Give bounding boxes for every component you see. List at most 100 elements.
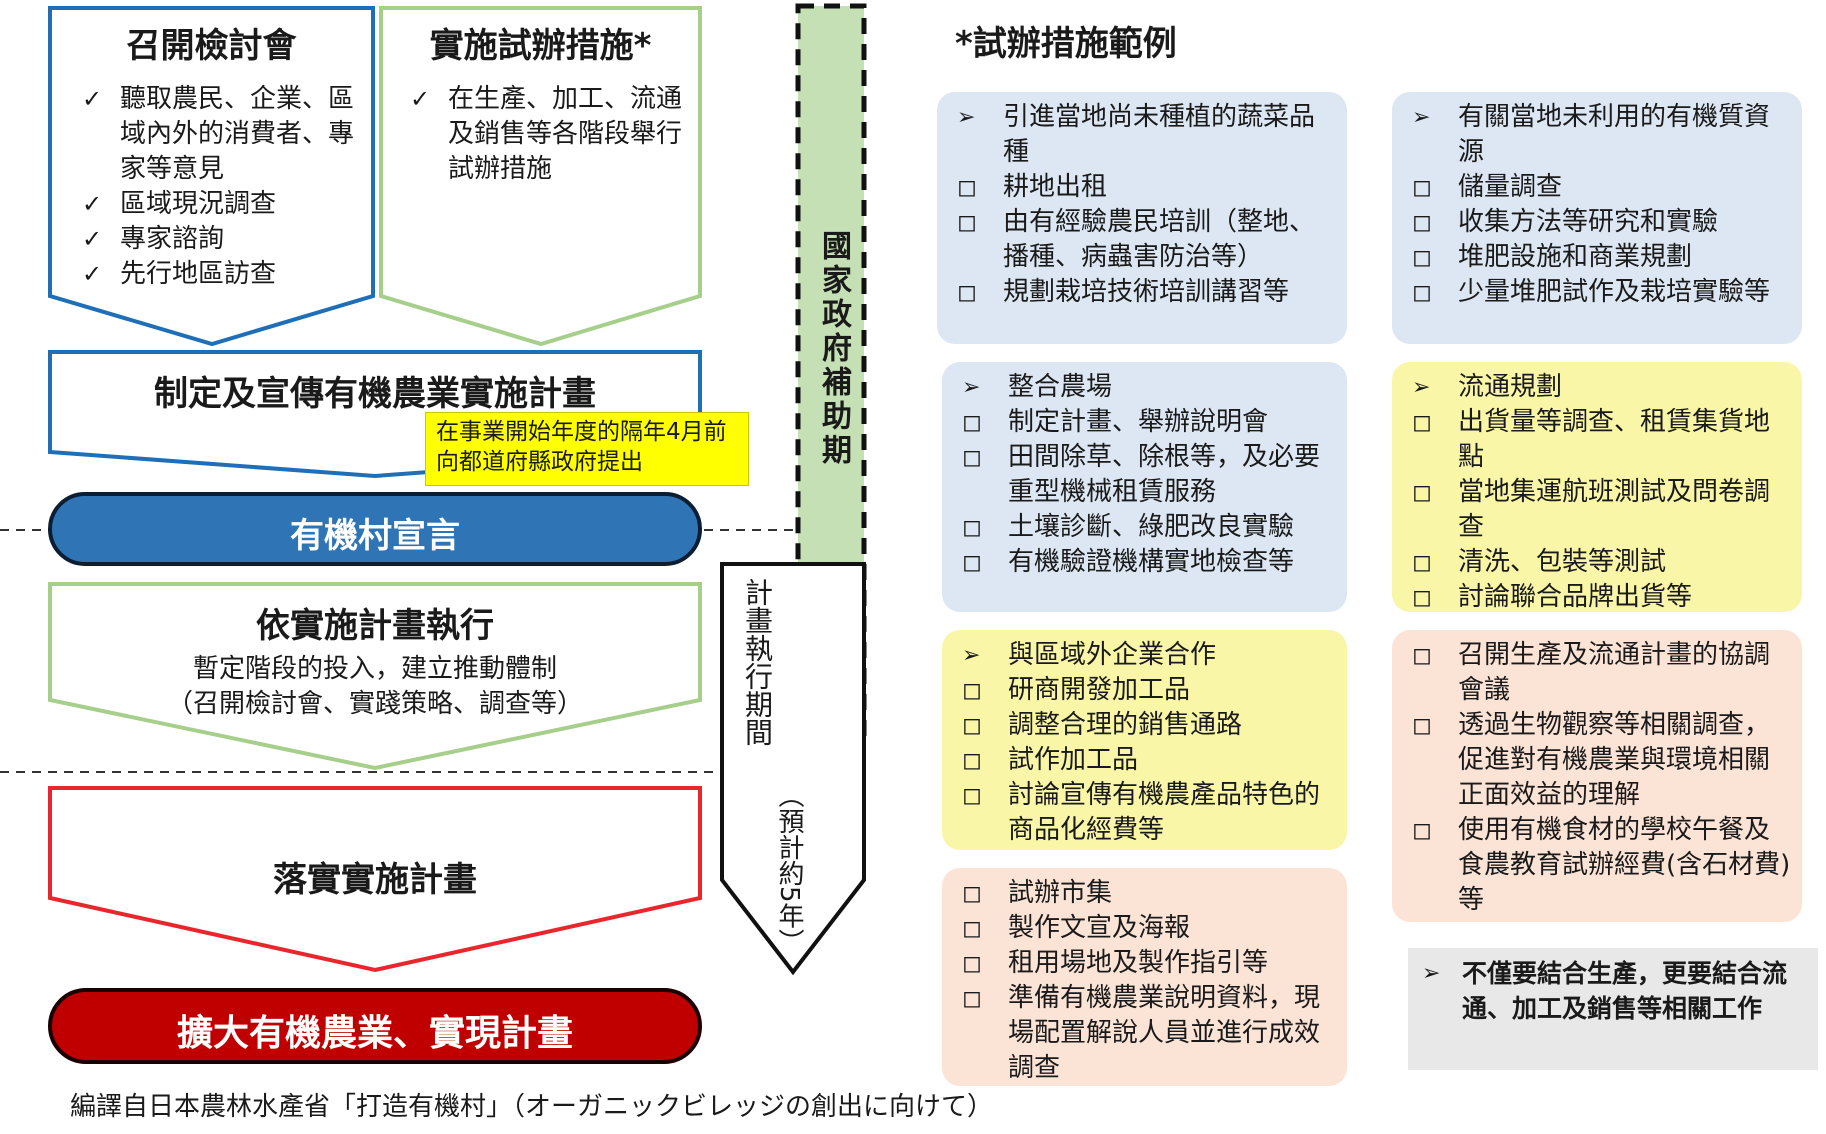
step4-line1: 暫定階段的投入，建立推動體制 [192, 654, 557, 684]
example-item: ◻土壤診斷、綠肥改良實驗 [956, 510, 1337, 545]
square-bullet-icon: ◻ [962, 676, 982, 704]
square-bullet-icon: ◻ [957, 278, 977, 306]
square-bullet-icon: ◻ [1412, 583, 1432, 611]
example-head: ➢與區域外企業合作 [956, 638, 1337, 673]
subsidy-period-label: 國家政府補助期 [816, 230, 851, 468]
submission-deadline-note: 在事業開始年度的隔年4月前向都道府縣政府提出 [425, 412, 749, 486]
step1-item: 聽取農民、企業、區域內外的消費者、專家等意見 [72, 82, 372, 187]
example-head: ➢有關當地未利用的有機質資源 [1412, 102, 1771, 167]
arrow-bullet-icon: ➢ [1412, 105, 1431, 130]
step4-chevron [48, 582, 702, 771]
step2-title: 實施試辦措施* [429, 26, 652, 66]
example-vegetables: ➢引進當地尚未種植的蔬菜品種 ◻耕地出租 ◻由有經驗農民培訓（整地、播種、病蟲害… [937, 92, 1347, 344]
example-outside-partners: ➢與區域外企業合作 ◻研商開發加工品 ◻調整合理的銷售通路 ◻試作加工品 ◻討論… [942, 630, 1347, 850]
example-distribution: ➢流通規劃 ◻出貨量等調查、租賃集貨地點 ◻當地集運航班測試及問卷調查 ◻清洗、… [1392, 362, 1802, 612]
square-bullet-icon: ◻ [962, 984, 982, 1012]
example-head: ➢流通規劃 [1406, 370, 1792, 405]
declaration-pill [48, 492, 702, 566]
step2-item: 在生產、加工、流通及銷售等各階段舉行試辦措施 [400, 82, 690, 187]
arrow-bullet-icon: ➢ [962, 375, 981, 400]
square-bullet-icon: ◻ [1412, 711, 1432, 739]
example-item: ◻當地集運航班測試及問卷調查 [1412, 477, 1771, 542]
example-item: ◻試作加工品 [956, 743, 1337, 778]
arrow-bullet-icon: ➢ [1412, 375, 1431, 400]
example-item: ◻田間除草、除根等，及必要重型機械租賃服務 [962, 442, 1321, 507]
example-consultation: ◻召開生產及流通計畫的協調會議 ◻透過生物觀察等相關調查，促進對有機農業與環境相… [1392, 630, 1802, 922]
example-item: ◻清洗、包裝等測試 [1406, 545, 1792, 580]
example-item: ◻少量堆肥試作及栽培實驗等 [1406, 275, 1792, 310]
execution-period-arrow [720, 562, 866, 976]
execution-period-duration: （預計約5年） [774, 782, 804, 955]
square-bullet-icon: ◻ [1412, 641, 1432, 669]
step1-title: 召開檢討會 [126, 26, 297, 66]
square-bullet-icon: ◻ [1412, 278, 1432, 306]
execution-period-label: 計畫執行期間 [741, 578, 774, 746]
example-item: ◻規劃栽培技術培訓講習等 [951, 275, 1337, 310]
step4-description: 暫定階段的投入，建立推動體制 （召開檢討會、實踐策略、調查等） [50, 652, 700, 722]
example-item: ◻召開生產及流通計畫的協調會議 [1412, 640, 1771, 705]
square-bullet-icon: ◻ [962, 548, 982, 576]
example-farm-integration: ➢整合農場 ◻制定計畫、舉辦說明會 ◻田間除草、除根等，及必要重型機械租賃服務 … [942, 362, 1347, 612]
square-bullet-icon: ◻ [1412, 548, 1432, 576]
square-bullet-icon: ◻ [1412, 478, 1432, 506]
square-bullet-icon: ◻ [1412, 208, 1432, 236]
example-item: ◻製作文宣及海報 [956, 911, 1337, 946]
square-bullet-icon: ◻ [962, 513, 982, 541]
step1-checklist: 聽取農民、企業、區域內外的消費者、專家等意見 區域現況調查 專家諮詢 先行地區訪… [72, 82, 372, 292]
step4-line2: （召開檢討會、實踐策略、調查等） [166, 689, 583, 719]
final-note: ➢不僅要結合生產，更要結合流通、加工及銷售等相關工作 [1408, 948, 1818, 1070]
example-item: ◻出貨量等調查、租賃集貨地點 [1412, 407, 1771, 472]
example-item: ◻有機驗證機構實地檢查等 [956, 545, 1337, 580]
example-item: ◻準備有機農業說明資料，現場配置解說人員並進行成效調查 [962, 983, 1321, 1083]
square-bullet-icon: ◻ [962, 949, 982, 977]
example-item: ◻調整合理的銷售通路 [956, 708, 1337, 743]
square-bullet-icon: ◻ [962, 746, 982, 774]
step1-item: 先行地區訪查 [72, 257, 372, 292]
step1-item: 區域現況調查 [72, 187, 372, 222]
example-organic-resources: ➢有關當地未利用的有機質資源 ◻儲量調查 ◻收集方法等研究和實驗 ◻堆肥設施和商… [1392, 92, 1802, 344]
square-bullet-icon: ◻ [1412, 173, 1432, 201]
example-item: ◻試辦市集 [956, 876, 1337, 911]
square-bullet-icon: ◻ [962, 781, 982, 809]
square-bullet-icon: ◻ [957, 173, 977, 201]
example-item: ◻租用場地及製作指引等 [956, 946, 1337, 981]
step5-chevron [48, 786, 702, 973]
example-item: ◻使用有機食材的學校午餐及食農教育試辦經費(含石材費)等 [1412, 815, 1791, 915]
example-item: ◻儲量調查 [1406, 170, 1792, 205]
example-item: ◻制定計畫、舉辦說明會 [956, 405, 1337, 440]
square-bullet-icon: ◻ [962, 879, 982, 907]
final-note-row: ➢不僅要結合生產，更要結合流通、加工及銷售等相關工作 [1422, 956, 1808, 1026]
example-item: ◻討論聯合品牌出貨等 [1406, 580, 1792, 615]
square-bullet-icon: ◻ [962, 443, 982, 471]
step3-title: 制定及宣傳有機農業實施計畫 [154, 374, 596, 414]
square-bullet-icon: ◻ [962, 408, 982, 436]
step2-checklist: 在生產、加工、流通及銷售等各階段舉行試辦措施 [400, 82, 690, 187]
square-bullet-icon: ◻ [962, 914, 982, 942]
square-bullet-icon: ◻ [962, 711, 982, 739]
square-bullet-icon: ◻ [1412, 408, 1432, 436]
source-footer: 編譯自日本農林水產省「打造有機村」（オーガニックビレッジの創出に向けて） [70, 1092, 994, 1122]
example-head: ➢整合農場 [956, 370, 1337, 405]
example-item: ◻研商開發加工品 [956, 673, 1337, 708]
square-bullet-icon: ◻ [1412, 816, 1432, 844]
example-head: ➢引進當地尚未種植的蔬菜品種 [957, 102, 1316, 167]
arrow-bullet-icon: ➢ [957, 105, 976, 130]
example-market: ◻試辦市集 ◻製作文宣及海報 ◻租用場地及製作指引等 ◻準備有機農業說明資料，現… [942, 868, 1347, 1086]
step4-title: 依實施計畫執行 [256, 606, 494, 646]
final-goal-label: 擴大有機農業、實現計畫 [176, 1013, 573, 1054]
examples-title: *試辦措施範例 [955, 24, 1177, 64]
example-item: ◻由有經驗農民培訓（整地、播種、病蟲害防治等） [957, 207, 1316, 272]
step5-title: 落實實施計畫 [273, 860, 477, 900]
arrow-bullet-icon: ➢ [962, 643, 981, 668]
example-item: ◻收集方法等研究和實驗 [1406, 205, 1792, 240]
square-bullet-icon: ◻ [1412, 243, 1432, 271]
example-item: ◻堆肥設施和商業規劃 [1406, 240, 1792, 275]
step1-item: 專家諮詢 [72, 222, 372, 257]
declaration-label: 有機村宣言 [290, 516, 460, 556]
final-goal-pill [48, 988, 702, 1064]
example-item: ◻透過生物觀察等相關調查，促進對有機農業與環境相關正面效益的理解 [1412, 710, 1771, 810]
square-bullet-icon: ◻ [957, 208, 977, 236]
example-item: ◻討論宣傳有機農產品特色的商品化經費等 [962, 780, 1321, 845]
arrow-bullet-icon: ➢ [1422, 961, 1441, 986]
example-item: ◻耕地出租 [951, 170, 1337, 205]
